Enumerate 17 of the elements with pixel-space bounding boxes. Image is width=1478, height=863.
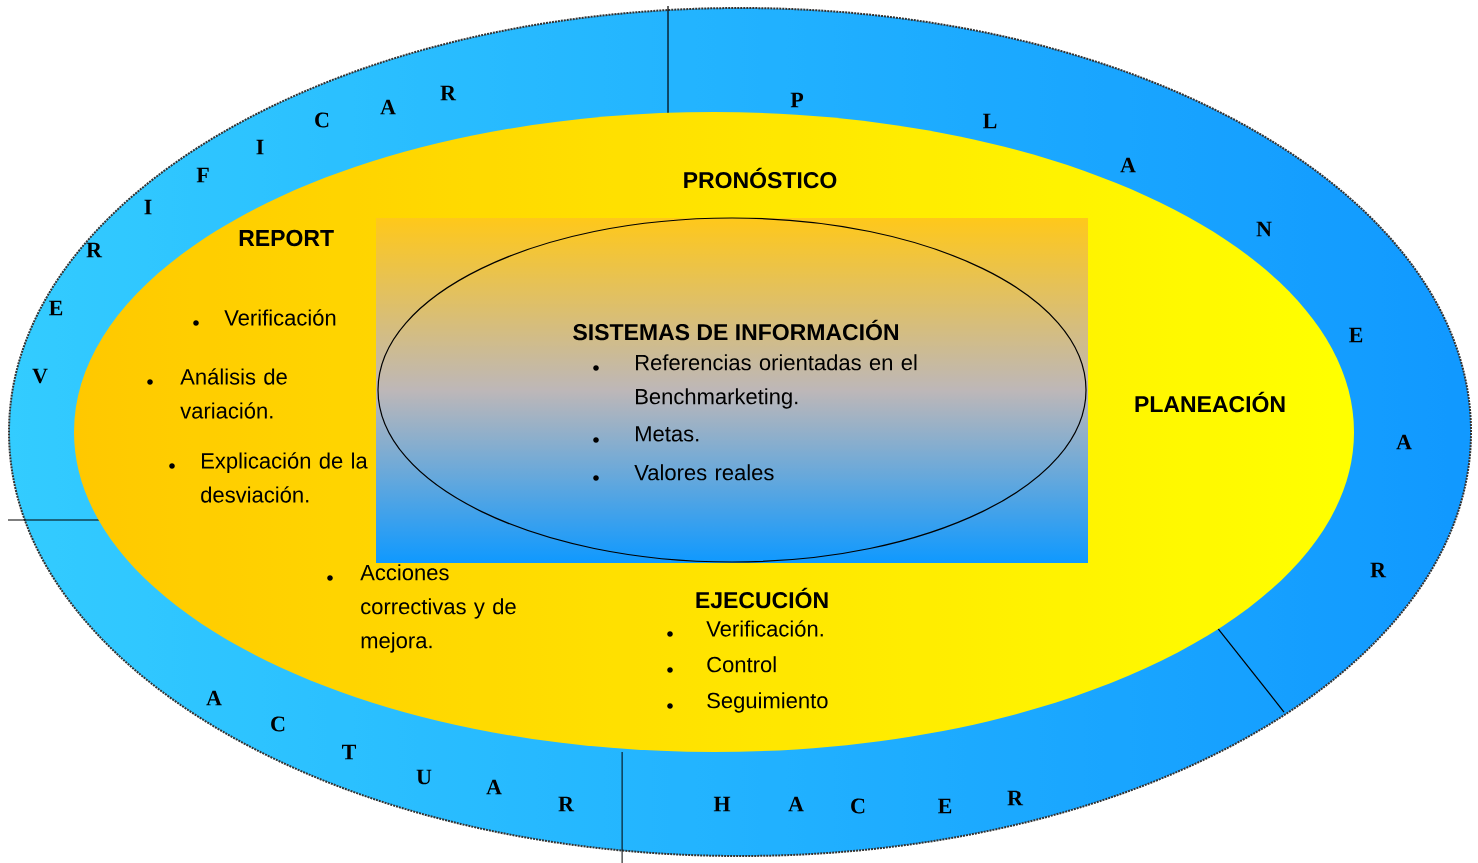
bullet-item: Referencias orientadas en el Benchmarketing. (593, 354, 917, 409)
bullet-item: Verificación. (667, 620, 823, 637)
section-heading: REPORT (239, 229, 334, 247)
bullet-item: Explicación de la desviación. (169, 452, 368, 503)
bullet-item: Verificación (193, 309, 336, 326)
section-heading: EJECUCIÓN (696, 587, 828, 609)
bullet-item: Control (667, 656, 776, 673)
bullet-item: Análisis de variación. (147, 368, 287, 419)
ring-word: H A C E R (713, 790, 1024, 814)
bullet-item: Valores reales (593, 464, 774, 481)
section-heading: SISTEMAS DE INFORMACIÓN (573, 319, 898, 341)
bullet-item: Acciones correctivas y de mejora. (327, 564, 516, 653)
ring-word: A C T U A R (206, 690, 575, 812)
section-heading: PLANEACIÓN (1135, 391, 1285, 413)
section-heading: PRONÓSTICO (684, 167, 837, 189)
bullet-item: Seguimiento (667, 692, 828, 713)
bullet-item: Metas. (593, 426, 699, 443)
